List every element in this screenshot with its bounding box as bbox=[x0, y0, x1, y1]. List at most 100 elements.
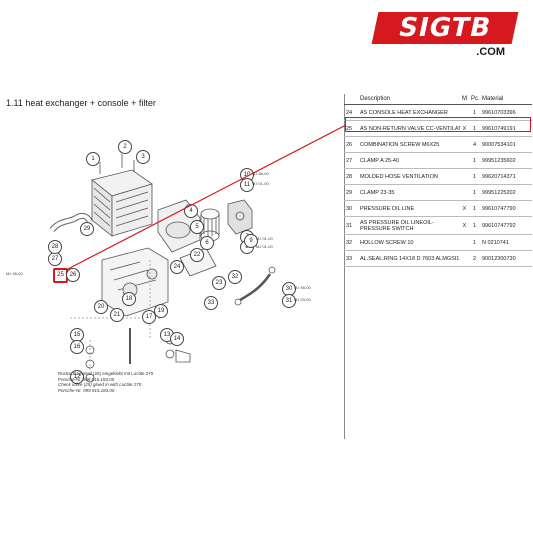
row-description: AS NON-RETURN VALVE CC-VENTILATION bbox=[358, 120, 460, 137]
row-material: 99620714371 bbox=[480, 168, 532, 185]
row-material: 90007534101 bbox=[480, 136, 532, 153]
row-description: PRESSURE OIL LINE bbox=[358, 200, 460, 217]
row-num: 24 bbox=[344, 104, 358, 121]
row-num: 25 bbox=[344, 120, 358, 137]
note-line: Porsche-Nr. 999.915.183.00 bbox=[58, 387, 115, 393]
row-pc: 1 bbox=[469, 216, 480, 235]
row-description: MOLDED HOSE VENTILATION bbox=[358, 168, 460, 185]
model-year-label: MJ 01-00 bbox=[256, 236, 273, 241]
callout-2[interactable]: 2 bbox=[118, 140, 132, 154]
row-description: HOLLOW SCREW 10 bbox=[358, 234, 460, 251]
callout-18[interactable]: 18 bbox=[122, 292, 136, 306]
table-row[interactable]: 31 AS PRESSURE OIL LINEOIL-PRESSURE SWIT… bbox=[344, 216, 532, 235]
note-line: Porsche-Nr. 999.915.183.00 bbox=[58, 376, 115, 382]
parts-table: Description M Pc. Material 24 AS CONSOLE… bbox=[344, 94, 532, 267]
callout-26[interactable]: 26 bbox=[66, 268, 80, 282]
callout-17[interactable]: 17 bbox=[142, 310, 156, 324]
col-header-description: Description bbox=[358, 94, 460, 105]
row-pc: 1 bbox=[469, 104, 480, 121]
table-row-selected[interactable]: 25 AS NON-RETURN VALVE CC-VENTILATION X … bbox=[344, 120, 532, 137]
row-description: COMBINATION SCREW M6X25 bbox=[358, 136, 460, 153]
assembly-note: Rückschlagventil (25) eingeklebt mit Loc… bbox=[58, 371, 153, 393]
row-m bbox=[460, 250, 469, 267]
callout-24[interactable]: 24 bbox=[170, 260, 184, 274]
callout-4[interactable]: 4 bbox=[184, 204, 198, 218]
row-material: 99610747790 bbox=[480, 200, 532, 217]
row-num: 28 bbox=[344, 168, 358, 185]
table-row[interactable]: 24 AS CONSOLE HEAT EXCHANGER 1 996107033… bbox=[344, 104, 532, 121]
row-m bbox=[460, 136, 469, 153]
callout-20[interactable]: 20 bbox=[94, 300, 108, 314]
callout-22[interactable]: 22 bbox=[190, 248, 204, 262]
table-row[interactable]: 32 HOLLOW SCREW 10 1 N 0210741 bbox=[344, 234, 532, 251]
model-year-label: MJ 98-00 bbox=[6, 271, 23, 276]
row-material: 99610747792 bbox=[480, 216, 532, 235]
row-description: AL.SEAL.RING 14X18 D 7603 ALMGSI1 F28 bbox=[358, 250, 460, 267]
callout-5[interactable]: 5 bbox=[190, 220, 204, 234]
row-description: CLAMP 23-35 bbox=[358, 184, 460, 201]
callout-29[interactable]: 29 bbox=[80, 222, 94, 236]
note-line: Rückschlagventil (25) eingeklebt mit Loc… bbox=[58, 371, 154, 376]
exploded-parts-diagram: 1 2 3 4 5 6 7 8 10 11 9 12 15 16 13 14 1… bbox=[6, 140, 330, 400]
logo-wordmark: SIGTB bbox=[371, 12, 519, 44]
note-line: Check valve (25) glued in with Loctite 2… bbox=[58, 382, 142, 388]
table-row[interactable]: 33 AL.SEAL.RING 14X18 D 7603 ALMGSI1 F28… bbox=[344, 250, 532, 267]
row-m bbox=[460, 104, 469, 121]
row-num: 29 bbox=[344, 184, 358, 201]
row-description: AS CONSOLE HEAT EXCHANGER bbox=[358, 104, 460, 121]
callout-27[interactable]: 27 bbox=[48, 252, 62, 266]
callout-31[interactable]: 31 bbox=[282, 294, 296, 308]
row-pc: 1 bbox=[469, 200, 480, 217]
brand-logo[interactable]: SIGTB .COM bbox=[371, 12, 519, 60]
model-year-label: MJ 98-00 bbox=[294, 285, 311, 290]
callout-3[interactable]: 3 bbox=[136, 150, 150, 164]
table-row[interactable]: 28 MOLDED HOSE VENTILATION 1 99620714371 bbox=[344, 168, 532, 185]
callout-21[interactable]: 21 bbox=[110, 308, 124, 322]
table-row[interactable]: 30 PRESSURE OIL LINE X 1 99610747790 bbox=[344, 200, 532, 217]
row-m: X bbox=[460, 200, 469, 217]
logo-domain: .COM bbox=[476, 46, 505, 58]
row-material: N 0210741 bbox=[480, 234, 532, 251]
col-header-m: M bbox=[460, 94, 469, 105]
row-m: X bbox=[460, 120, 469, 137]
model-year-label: MJ 01-00 bbox=[256, 244, 273, 249]
callout-19[interactable]: 19 bbox=[154, 304, 168, 318]
callout-12[interactable]: 12 bbox=[70, 370, 84, 384]
callout-23[interactable]: 23 bbox=[212, 276, 226, 290]
col-header-material: Material bbox=[480, 94, 532, 105]
callout-14[interactable]: 14 bbox=[170, 332, 184, 346]
table-row[interactable]: 29 CLAMP 23-35 1 99951225202 bbox=[344, 184, 532, 201]
row-pc: 1 bbox=[469, 168, 480, 185]
row-num: 30 bbox=[344, 200, 358, 217]
row-description: CLAMP A 25-40 bbox=[358, 152, 460, 169]
row-material: 99951235602 bbox=[480, 152, 532, 169]
model-year-label: MJ 03-00 bbox=[294, 297, 311, 302]
row-m bbox=[460, 234, 469, 251]
page-title: 1.11 heat exchanger + console + filter bbox=[6, 98, 156, 108]
row-pc: 1 bbox=[469, 120, 480, 137]
callout-16[interactable]: 16 bbox=[70, 340, 84, 354]
row-num: 26 bbox=[344, 136, 358, 153]
row-description: AS PRESSURE OIL LINEOIL-PRESSURE SWITCH bbox=[358, 216, 460, 235]
table-header-row: Description M Pc. Material bbox=[344, 94, 532, 105]
row-m bbox=[460, 168, 469, 185]
callout-6[interactable]: 6 bbox=[200, 236, 214, 250]
row-material: 99610749191 bbox=[480, 120, 532, 137]
callout-33[interactable]: 33 bbox=[204, 296, 218, 310]
table-row[interactable]: 27 CLAMP A 25-40 1 99951235602 bbox=[344, 152, 532, 169]
model-year-label: MJ 01-00 bbox=[252, 181, 269, 186]
row-pc: 4 bbox=[469, 136, 480, 153]
row-m bbox=[460, 152, 469, 169]
callout-28[interactable]: 28 bbox=[48, 240, 62, 254]
table-row[interactable]: 26 COMBINATION SCREW M6X25 4 90007534101 bbox=[344, 136, 532, 153]
row-material: 90012300730 bbox=[480, 250, 532, 267]
row-num: 32 bbox=[344, 234, 358, 251]
callout-32[interactable]: 32 bbox=[228, 270, 242, 284]
row-m: X bbox=[460, 216, 469, 235]
callout-1[interactable]: 1 bbox=[86, 152, 100, 166]
row-pc: 2 bbox=[469, 250, 480, 267]
col-header-pc: Pc. bbox=[469, 94, 480, 105]
model-year-label: MJ 88-00 bbox=[252, 171, 269, 176]
col-header-num bbox=[344, 94, 358, 105]
row-pc: 1 bbox=[469, 152, 480, 169]
